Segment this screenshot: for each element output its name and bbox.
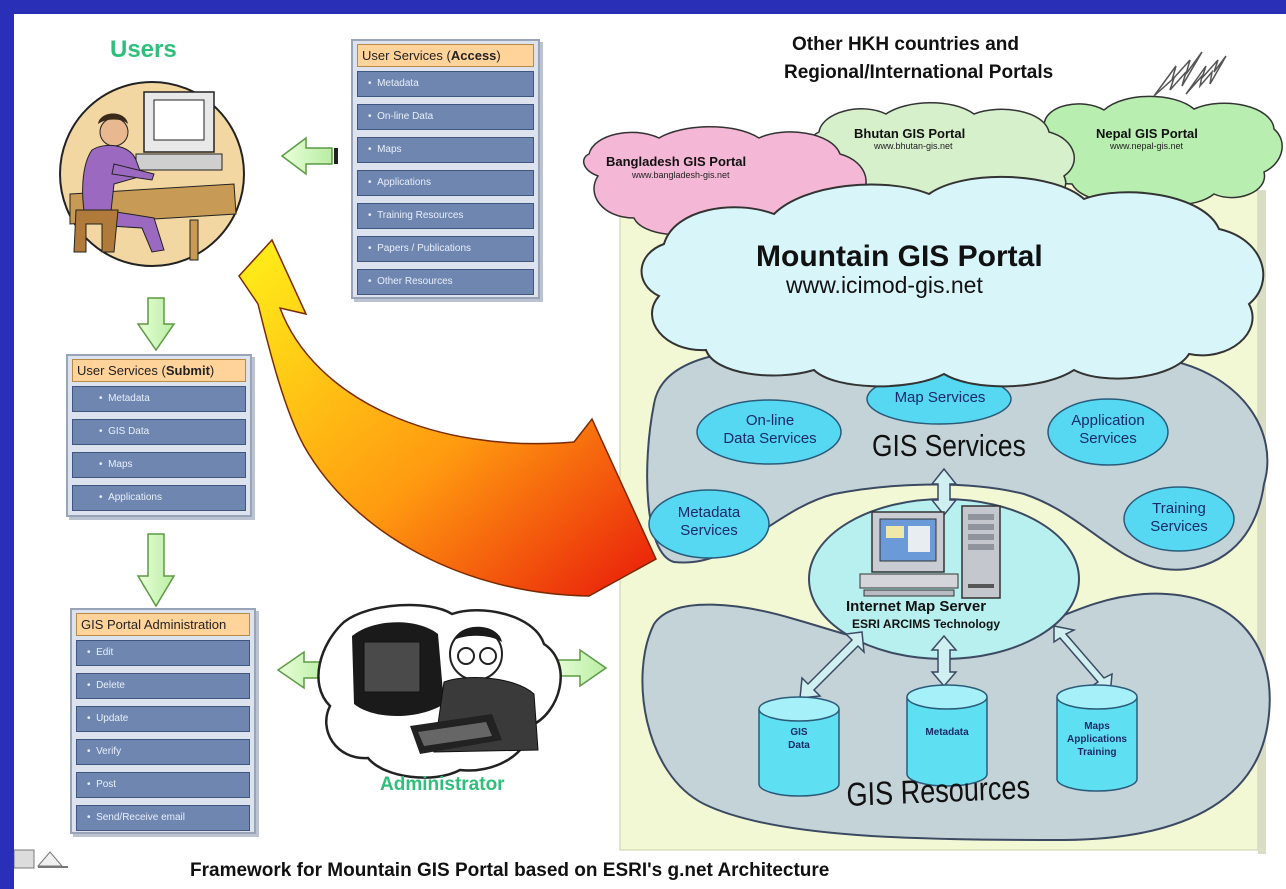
admin-panel-title: GIS Portal Administration [76,613,250,636]
maps-db-label: Maps Applications Training [1057,720,1137,759]
admin-item-send-receive-email[interactable]: Send/Receive email [76,805,250,831]
bangladesh-portal-url: www.bangladesh-gis.net [632,170,730,180]
access-item-training-resources[interactable]: Training Resources [357,203,534,229]
big-curved-arrow [238,238,657,597]
online-data-services-label: On-line Data Services [700,412,840,448]
maps-database-icon [1056,684,1138,792]
bangladesh-portal-name: Bangladesh GIS Portal [606,154,747,169]
access-panel-title: User Services (Access) [357,44,534,67]
metadata-services-label: Metadata Services [649,504,769,540]
gis-data-line2: Data [788,740,810,751]
arrow-users-to-submit [136,297,176,352]
admin-item-edit[interactable]: Edit [76,640,250,666]
map-services-label: Map Services [870,389,1010,407]
bhutan-portal-url: www.bhutan-gis.net [874,141,953,151]
map-server-computer-icon [859,511,959,597]
online-line1: On-line [745,412,795,429]
submit-title-suffix: ) [209,363,215,378]
metadata-db-label: Metadata [912,726,982,739]
gis-data-line1: GIS [790,727,808,738]
application-services-label: Application Services [1048,412,1168,448]
lightning-icon [1153,51,1227,97]
application-line1: Application [1071,412,1145,429]
access-item-other-resources[interactable]: Other Resources [357,269,534,295]
access-title-suffix: ) [496,48,501,63]
metadata-database-icon [906,684,988,787]
diagram-canvas [14,51,1283,869]
access-item-applications[interactable]: Applications [357,170,534,196]
gis-resources-title: GIS Resources [846,768,1031,813]
metadata-services-oval [648,489,770,559]
nepal-portal-url: www.nepal-gis.net [1110,141,1184,151]
access-title-bold: Access [450,48,497,63]
regional-heading-line1: Other HKH countries and [792,34,1019,55]
submit-panel: User Services (Submit) Metadata GIS Data… [66,354,252,517]
bhutan-portal-name: Bhutan GIS Portal [854,126,966,141]
maps-line1: Maps [1084,721,1110,732]
access-title-prefix: User Services ( [362,48,451,63]
regional-heading-line2: Regional/International Portals [784,62,1054,83]
submit-item-gis-data[interactable]: GIS Data [72,419,246,445]
gis-data-label: GIS Data [769,726,829,752]
gis-data-database-icon [758,696,840,797]
access-item-metadata[interactable]: Metadata [357,71,534,97]
online-line2: Data Services [723,430,817,447]
access-panel: User Services (Access) Metadata On-line … [351,39,540,299]
metadata-line1: Metadata [677,504,741,521]
portal-title: Mountain GIS Portal [756,240,1043,273]
diagram-slide: Users Administrator Other HKH countries … [14,14,1286,889]
admin-item-delete[interactable]: Delete [76,673,250,699]
admin-item-update[interactable]: Update [76,706,250,732]
admin-item-post[interactable]: Post [76,772,250,798]
server-tower-icon [961,505,1001,599]
users-illustration [59,81,245,267]
admin-item-verify[interactable]: Verify [76,739,250,765]
users-label: Users [110,36,177,63]
submit-title-bold: Submit [165,363,210,378]
access-item-maps[interactable]: Maps [357,137,534,163]
administrator-illustration [317,603,562,779]
metadata-line2: Services [680,522,738,539]
submit-item-applications[interactable]: Applications [72,485,246,511]
administrator-label: Administrator [380,774,505,795]
server-title: Internet Map Server [846,598,987,615]
portal-background-shadow [1258,190,1266,854]
maps-line2: Applications [1066,734,1127,745]
training-line1: Training [1152,500,1206,517]
nepal-portal-name: Nepal GIS Portal [1096,126,1198,141]
training-services-oval [1123,486,1235,552]
maps-line3: Training [1077,747,1117,758]
caption: Framework for Mountain GIS Portal based … [190,860,830,881]
admin-panel: GIS Portal Administration Edit Delete Up… [70,608,256,834]
portal-url: www.icimod-gis.net [786,272,983,298]
slide-icon [14,849,68,869]
training-services-label: Training Services [1124,500,1234,536]
access-item-papers-publications[interactable]: Papers / Publications [357,236,534,262]
submit-panel-title: User Services (Submit) [72,359,246,382]
server-subtitle: ESRI ARCIMS Technology [852,617,1001,631]
arrow-submit-to-admin [136,533,176,608]
arrow-access-to-users [280,136,338,176]
map-services-text: Map Services [894,389,986,406]
metadata-db-text: Metadata [925,727,969,738]
application-services-oval [1047,398,1169,466]
gis-services-title: GIS Services [872,428,1026,463]
submit-title-prefix: User Services ( [77,363,166,378]
online-data-services-oval [696,399,842,465]
access-item-online-data[interactable]: On-line Data [357,104,534,130]
mountain-gis-portal-cloud [640,175,1265,388]
submit-item-metadata[interactable]: Metadata [72,386,246,412]
training-line2: Services [1150,518,1208,535]
application-line2: Services [1079,430,1137,447]
submit-item-maps[interactable]: Maps [72,452,246,478]
